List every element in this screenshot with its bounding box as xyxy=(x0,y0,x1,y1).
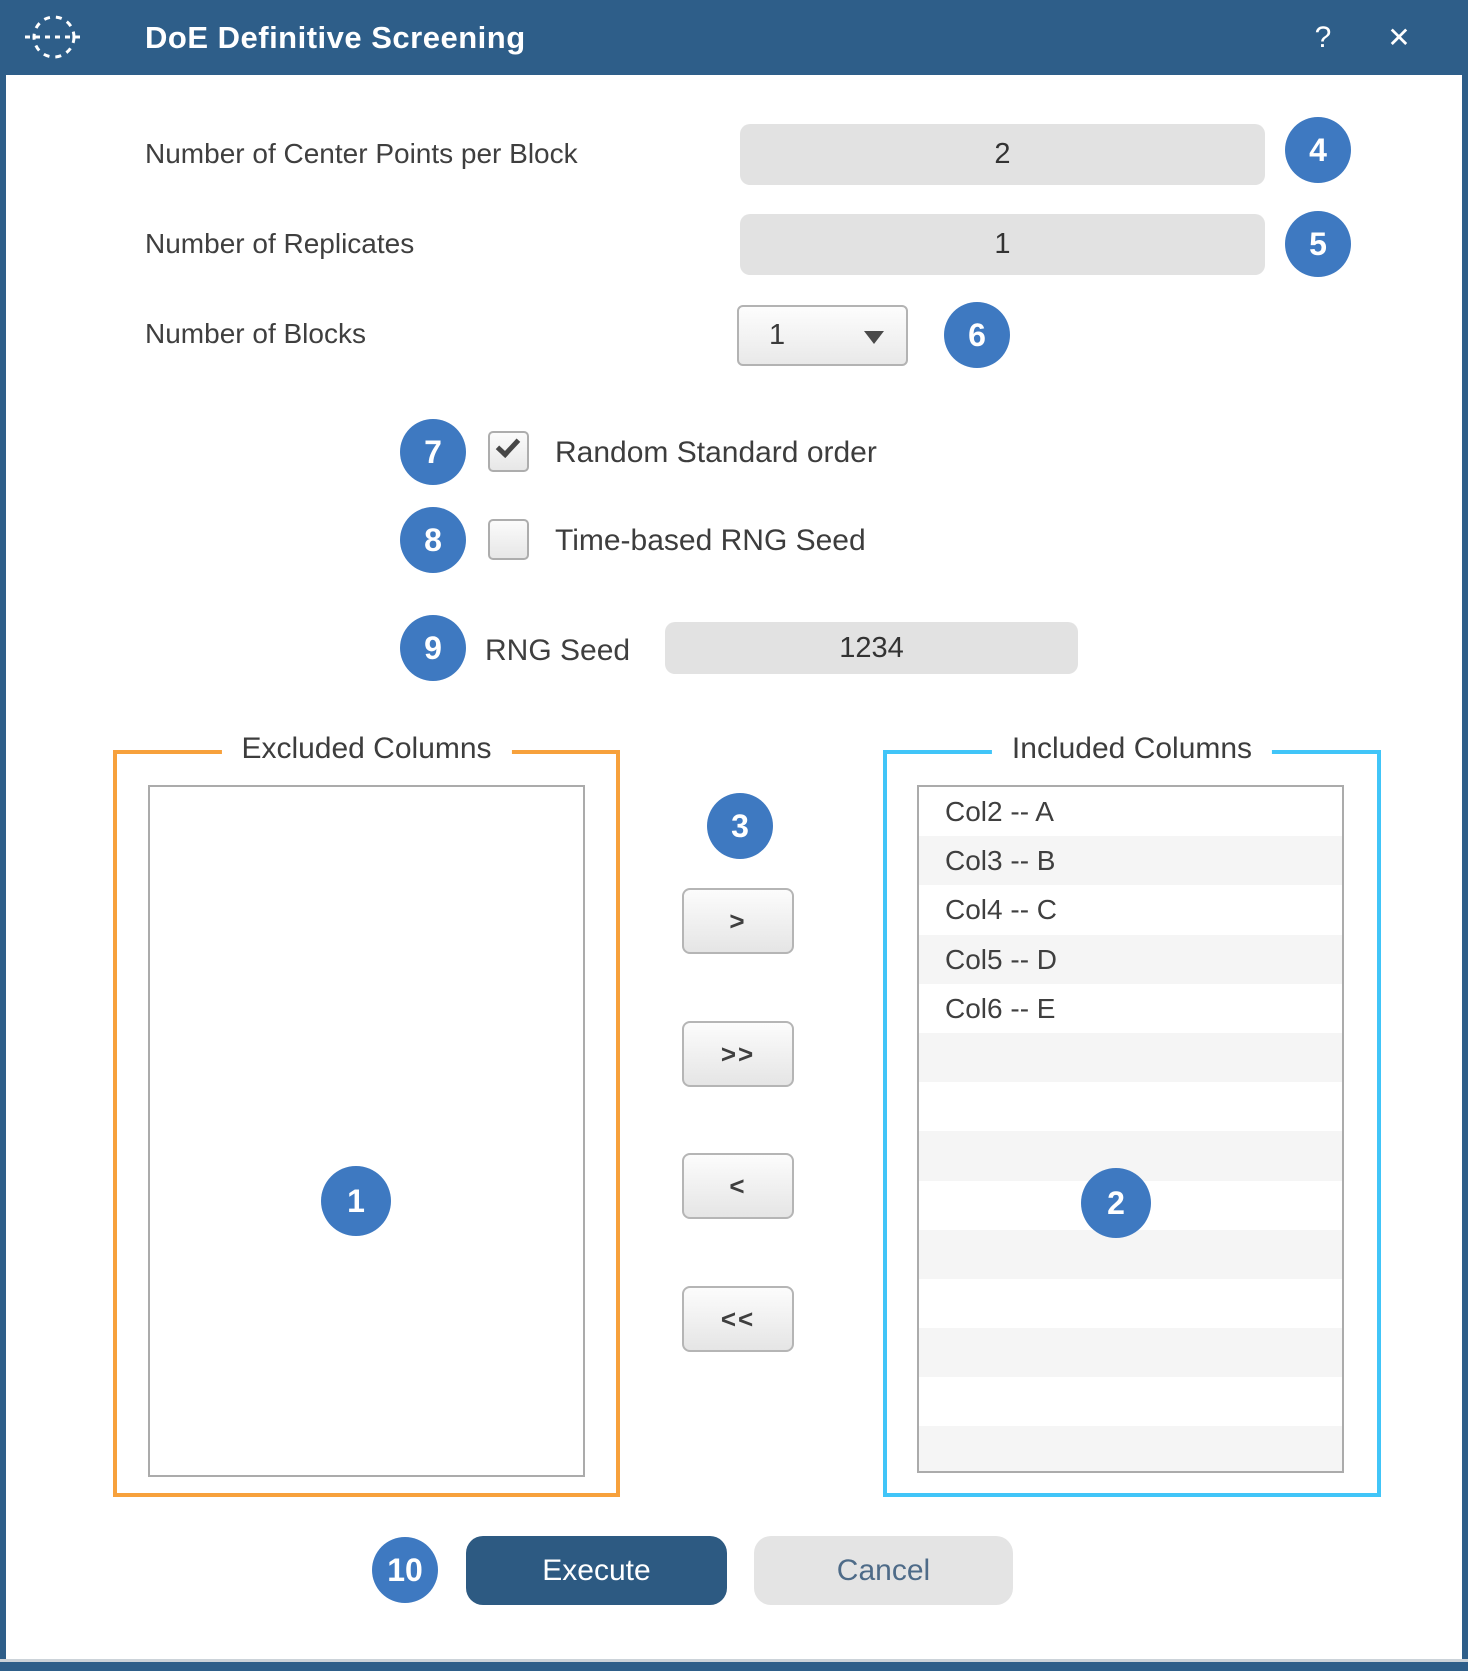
badge-10: 10 xyxy=(372,1537,438,1603)
badge-5: 5 xyxy=(1285,211,1351,277)
badge-7: 7 xyxy=(400,419,466,485)
chevron-down-icon xyxy=(864,331,884,344)
center-points-label: Number of Center Points per Block xyxy=(145,138,578,169)
move-left-button[interactable]: < xyxy=(682,1153,794,1220)
list-item xyxy=(919,1279,1342,1328)
transfer-buttons: >>><<< xyxy=(682,888,794,1352)
center-points-input[interactable]: 2 xyxy=(740,124,1265,185)
window-border-left xyxy=(0,0,6,1671)
list-item[interactable]: Col2 -- A xyxy=(945,796,1054,827)
cancel-button[interactable]: Cancel xyxy=(754,1536,1013,1605)
badge-3: 3 xyxy=(707,793,773,859)
blocks-label: Number of Blocks xyxy=(145,318,366,349)
list-item xyxy=(919,1229,1342,1279)
included-listbox[interactable]: Col2 -- A Col3 -- B Col4 -- C Col5 -- D Col6… xyxy=(917,785,1344,1473)
title-bar: DoE Definitive Screening ? ✕ xyxy=(0,0,1468,75)
window-border-bottom xyxy=(0,1662,1468,1671)
list-item xyxy=(919,1032,1342,1083)
included-columns-group: Included Columns Col2 -- A Col3 -- B Col4 … xyxy=(883,732,1381,1497)
list-item[interactable]: Col3 -- B xyxy=(919,836,1342,886)
help-button[interactable]: ? xyxy=(1314,21,1332,54)
list-item xyxy=(919,1426,1342,1471)
time-based-rng-seed-checkbox[interactable] xyxy=(488,519,529,560)
badge-8: 8 xyxy=(400,507,466,573)
time-based-rng-seed-label: Time-based RNG Seed xyxy=(555,524,866,557)
badge-9: 9 xyxy=(400,615,466,681)
random-standard-order-label: Random Standard order xyxy=(555,436,877,469)
badge-4: 4 xyxy=(1285,117,1351,183)
excluded-columns-title: Excluded Columns xyxy=(221,732,512,766)
execute-button[interactable]: Execute xyxy=(466,1536,727,1605)
replicates-input[interactable]: 1 xyxy=(740,214,1265,275)
move-all-right-button[interactable]: >> xyxy=(682,1020,794,1087)
list-item[interactable]: Col6 -- E xyxy=(945,992,1056,1024)
list-item xyxy=(919,1328,1342,1378)
blocks-dropdown[interactable]: 1 xyxy=(737,305,908,366)
close-button[interactable]: ✕ xyxy=(1387,22,1411,53)
list-item[interactable]: Col4 -- C xyxy=(945,894,1058,926)
random-standard-order-checkbox[interactable] xyxy=(488,431,529,472)
badge-1: 1 xyxy=(321,1166,391,1236)
window-title: DoE Definitive Screening xyxy=(145,20,526,55)
list-item[interactable]: Col5 -- D xyxy=(919,934,1342,984)
rng-seed-input[interactable]: 1234 xyxy=(665,622,1078,674)
badge-6: 6 xyxy=(944,302,1010,368)
app-icon xyxy=(25,15,83,59)
badge-2: 2 xyxy=(1081,1168,1151,1238)
blocks-dropdown-value: 1 xyxy=(769,319,786,351)
move-right-button[interactable]: > xyxy=(682,888,794,954)
replicates-label: Number of Replicates xyxy=(145,228,415,259)
list-item xyxy=(919,1082,1342,1131)
window-border-bottom-line xyxy=(0,1659,1468,1662)
list-item xyxy=(919,1377,1342,1426)
excluded-columns-group: Excluded Columns xyxy=(113,732,620,1497)
included-columns-title: Included Columns xyxy=(991,732,1273,766)
move-all-left-button[interactable]: << xyxy=(682,1285,794,1352)
rng-seed-label: RNG Seed xyxy=(485,634,631,667)
window-border-right xyxy=(1462,0,1468,1671)
excluded-listbox[interactable] xyxy=(148,785,585,1477)
checkmark-icon xyxy=(495,433,521,458)
